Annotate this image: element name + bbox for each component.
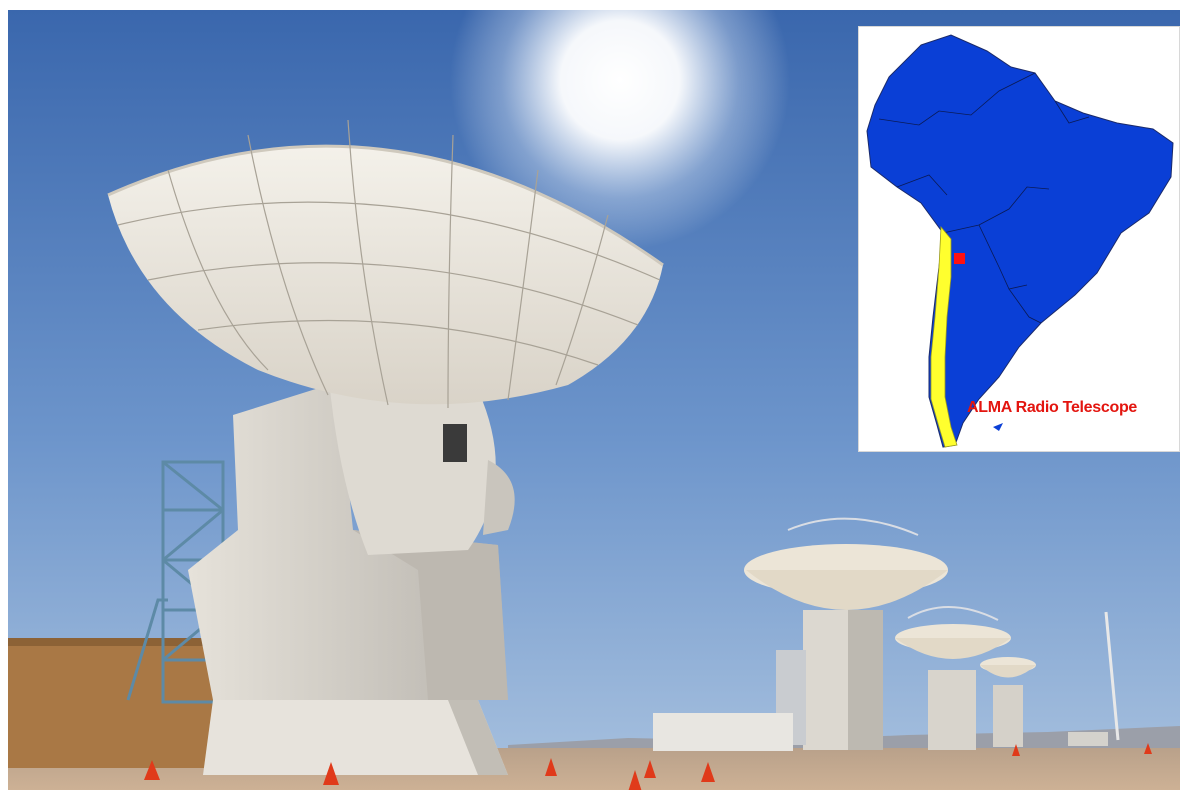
far-antenna-3 bbox=[980, 657, 1036, 747]
radio-mast bbox=[1104, 611, 1120, 741]
inset-map-label: ALMA Radio Telescope bbox=[967, 399, 1138, 416]
white-building bbox=[653, 713, 793, 751]
chile-highlight bbox=[930, 225, 958, 448]
main-dish bbox=[108, 146, 663, 405]
alma-location-marker bbox=[954, 253, 965, 264]
main-receiver-cabin bbox=[328, 367, 496, 555]
inset-map: ALMA Radio Telescope bbox=[858, 26, 1180, 452]
main-pedestal bbox=[203, 700, 508, 775]
traffic-cones bbox=[144, 743, 1152, 790]
far-antenna-1 bbox=[744, 517, 948, 750]
south-america-outline bbox=[866, 34, 1174, 448]
far-antenna-2 bbox=[895, 606, 1011, 750]
